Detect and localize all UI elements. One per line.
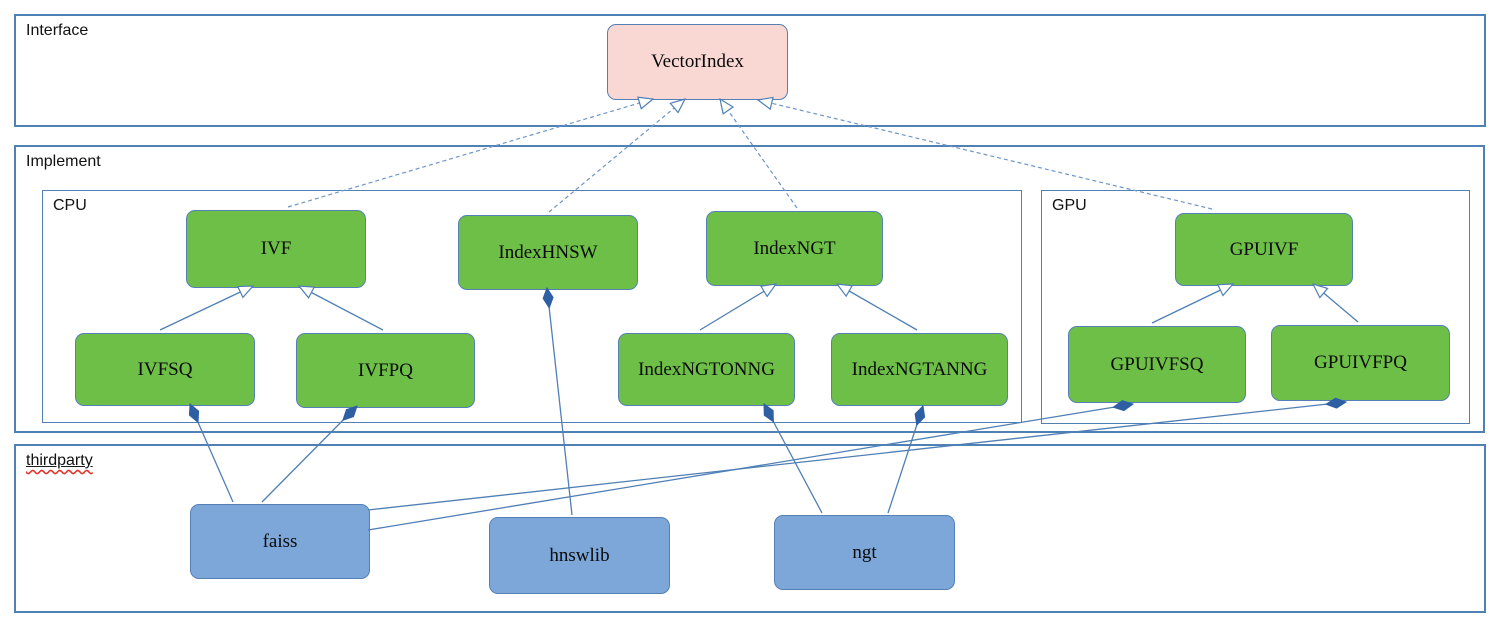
node-gpuivf-label: GPUIVF: [1229, 238, 1299, 260]
node-faiss-label: faiss: [262, 530, 298, 552]
node-gpuivf: GPUIVF: [1175, 213, 1353, 286]
node-gpuivfpq-label: GPUIVFPQ: [1314, 352, 1407, 373]
container-interface-label: Interface: [26, 22, 89, 39]
node-hnswlib-label: hnswlib: [549, 544, 610, 566]
node-indexngtonng-label: IndexNGTONNG: [638, 358, 775, 380]
container-thirdparty-label: thirdparty: [26, 451, 93, 470]
node-ivfpq-label: IVFPQ: [358, 359, 413, 381]
node-indexngtonng: IndexNGTONNG: [618, 333, 795, 406]
container-thirdparty: thirdparty faiss hnswlib ngt: [14, 444, 1486, 613]
node-ngt: ngt: [774, 515, 955, 590]
container-gpu-label: GPU: [1052, 197, 1087, 214]
node-indexngt: IndexNGT: [706, 211, 883, 286]
container-implement-label: Implement: [26, 153, 101, 170]
node-indexngtanng: IndexNGTANNG: [831, 333, 1008, 406]
node-indexhnsw: IndexHNSW: [458, 215, 638, 290]
node-ivf-label: IVF: [260, 238, 292, 259]
node-indexngtanng-label: IndexNGTANNG: [851, 358, 988, 380]
container-cpu-label: CPU: [53, 197, 87, 214]
node-ivfpq: IVFPQ: [296, 333, 475, 408]
node-ivfsq: IVFSQ: [75, 333, 255, 406]
container-gpu: GPU GPUIVF GPUIVFSQ GPUIVFPQ: [1041, 190, 1470, 424]
node-hnswlib: hnswlib: [489, 517, 670, 594]
node-ivf: IVF: [186, 210, 366, 288]
node-ivfsq-label: IVFSQ: [137, 358, 193, 380]
container-implement: Implement CPU IVF IndexHNSW IndexNGT IVF…: [14, 145, 1485, 433]
node-gpuivfsq: GPUIVFSQ: [1068, 326, 1246, 403]
node-indexhnsw-label: IndexHNSW: [498, 241, 598, 263]
node-vectorindex: VectorIndex: [607, 24, 788, 100]
container-interface: Interface VectorIndex: [14, 14, 1486, 127]
node-indexngt-label: IndexNGT: [753, 237, 836, 259]
container-cpu: CPU IVF IndexHNSW IndexNGT IVFSQ IVFPQ I…: [42, 190, 1022, 423]
node-faiss: faiss: [190, 504, 370, 579]
node-gpuivfpq: GPUIVFPQ: [1271, 325, 1450, 401]
node-gpuivfsq-label: GPUIVFSQ: [1110, 353, 1204, 375]
node-ngt-label: ngt: [852, 541, 877, 563]
container-thirdparty-label-text: thirdparty: [26, 452, 93, 469]
node-vectorindex-label: VectorIndex: [651, 51, 744, 72]
